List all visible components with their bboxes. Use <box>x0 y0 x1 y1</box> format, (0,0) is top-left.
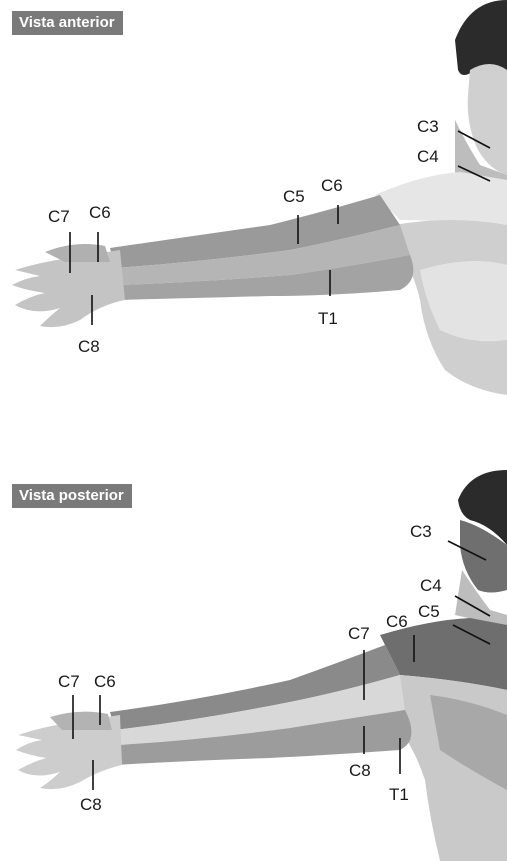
posterior-label-c8-hand: C8 <box>80 795 102 814</box>
posterior-label-c5: C5 <box>418 602 440 621</box>
anterior-hair <box>455 0 507 75</box>
anterior-label-c4: C4 <box>417 147 439 166</box>
posterior-label-t1: T1 <box>389 785 409 804</box>
anterior-label-t1: T1 <box>318 309 338 328</box>
anterior-label-c8-hand: C8 <box>78 337 100 356</box>
posterior-label-c6-arm: C6 <box>386 612 408 631</box>
posterior-label-c8-arm: C8 <box>349 761 371 780</box>
anterior-panel: Vista anterior C3 C4 C5 <box>0 0 507 430</box>
posterior-label-c4: C4 <box>420 576 442 595</box>
anterior-label-c5: C5 <box>283 187 305 206</box>
posterior-panel: Vista posterior C3 C4 C5 <box>0 430 507 861</box>
posterior-label-c6-hand: C6 <box>94 672 116 691</box>
posterior-label-c7-arm: C7 <box>348 624 370 643</box>
posterior-label-c7-hand: C7 <box>58 672 80 691</box>
anterior-label-c6-arm: C6 <box>321 176 343 195</box>
anterior-label-c6-hand: C6 <box>89 203 111 222</box>
posterior-figure: C3 C4 C5 C6 C7 C7 C6 C8 C8 T1 <box>0 430 507 861</box>
anterior-figure: C3 C4 C5 C6 C7 C6 C8 T1 <box>0 0 507 430</box>
anterior-label-c7-hand: C7 <box>48 207 70 226</box>
posterior-label-c3: C3 <box>410 522 432 541</box>
anterior-label-c3: C3 <box>417 117 439 136</box>
anterior-thumb <box>45 244 110 262</box>
